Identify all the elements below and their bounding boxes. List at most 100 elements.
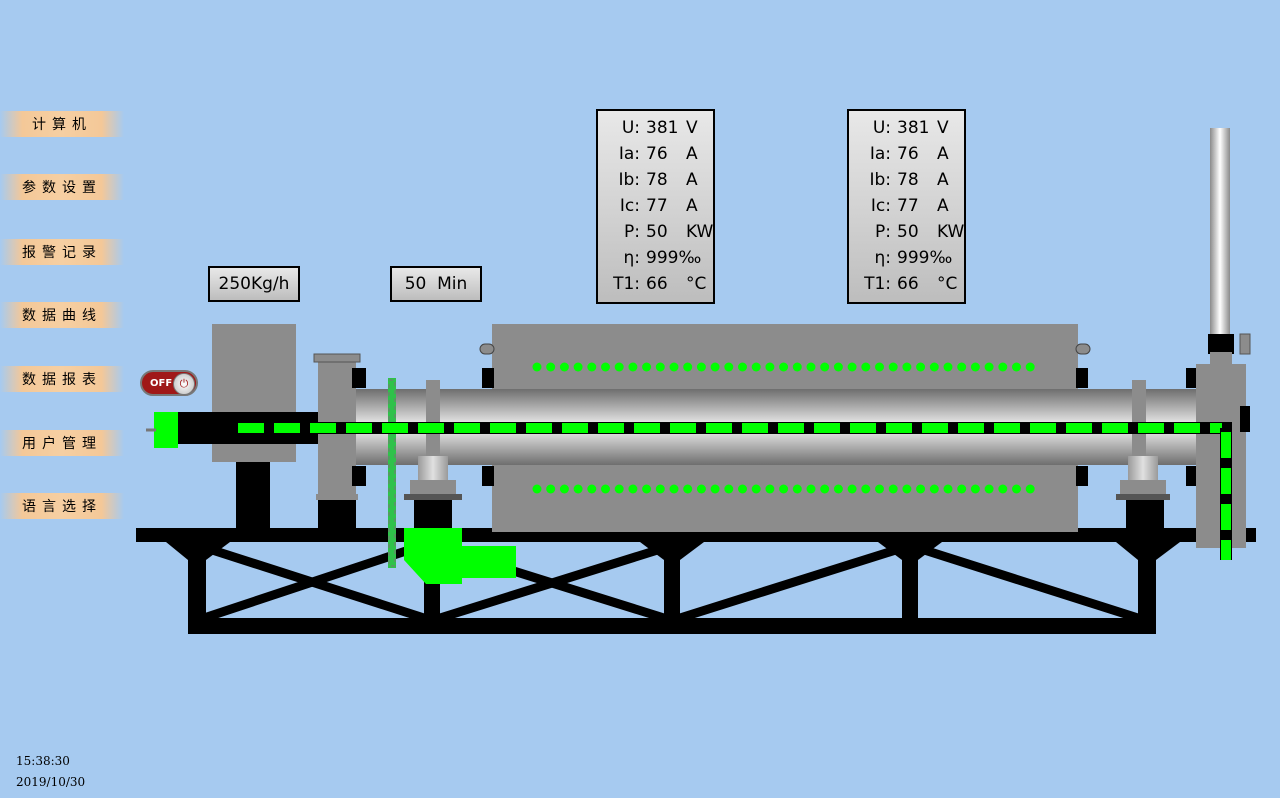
- power-icon: ⏻: [173, 373, 195, 395]
- heater-dot: [779, 362, 789, 372]
- heater-indicator-top: [532, 362, 1035, 372]
- nav-computer[interactable]: 计算机: [0, 111, 124, 137]
- param-unit: V: [937, 118, 949, 138]
- heater-dot: [642, 362, 652, 372]
- heater-dot: [532, 484, 542, 494]
- heater-dot: [970, 362, 980, 372]
- heater-dot: [902, 484, 912, 494]
- heater-dot: [833, 484, 843, 494]
- power-switch[interactable]: OFF ⏻: [140, 370, 198, 396]
- heater-dot: [628, 484, 638, 494]
- heater-dot: [628, 362, 638, 372]
- heater-dot: [888, 484, 898, 494]
- heater-dot: [820, 484, 830, 494]
- heater-dot: [738, 362, 747, 372]
- residence-time-display: 50 Min: [390, 266, 482, 302]
- feed-rate-display: 250Kg/h: [208, 266, 300, 302]
- nav-data-reports[interactable]: 数据报表: [0, 366, 124, 392]
- param-value: 50: [897, 222, 919, 242]
- heater-dot: [875, 362, 884, 372]
- heater-dot: [806, 484, 816, 494]
- heater-dot: [847, 362, 857, 372]
- heater-dot: [546, 362, 556, 372]
- heater-dot: [943, 484, 953, 494]
- heater-dot: [943, 362, 953, 372]
- heater-dot: [957, 362, 967, 372]
- heater-dot: [902, 362, 912, 372]
- heater-dot: [792, 362, 802, 372]
- nav-alarm-records[interactable]: 报警记录: [0, 239, 124, 265]
- param-unit: KW: [937, 222, 965, 242]
- heater-dot: [861, 362, 871, 372]
- heater-dot: [916, 484, 926, 494]
- heater-dot: [587, 362, 597, 372]
- param-value: 999‰: [646, 248, 702, 268]
- nav-parameter-settings[interactable]: 参数设置: [0, 174, 124, 200]
- heater-dot: [957, 484, 967, 494]
- heater-dot: [696, 484, 706, 494]
- heater-dot: [833, 362, 843, 372]
- drum-support-right: [1116, 380, 1170, 530]
- heater-dot: [532, 362, 542, 372]
- exhaust-stack: [1210, 128, 1230, 334]
- heater-indicator-bottom: [532, 484, 1035, 494]
- param-name: P:: [875, 222, 891, 242]
- param-unit: A: [937, 170, 949, 190]
- heater-dot: [683, 362, 693, 372]
- param-value: 77: [897, 196, 919, 216]
- param-name: Ic:: [870, 196, 891, 216]
- param-name: Ia:: [869, 144, 891, 164]
- param-value: 66: [897, 274, 919, 294]
- heater-dot: [998, 484, 1008, 494]
- heater-dot: [1025, 362, 1035, 372]
- heater-dot: [779, 484, 789, 494]
- heater-dot: [614, 484, 624, 494]
- heater-dot: [573, 484, 583, 494]
- heater-dot: [751, 362, 761, 372]
- heater-dot: [929, 484, 939, 494]
- param-unit: [937, 245, 977, 271]
- heater-dot: [875, 484, 884, 494]
- heater-dot: [724, 484, 734, 494]
- heater-dot: [573, 362, 583, 372]
- param-unit: °C: [937, 274, 958, 294]
- param-name: T1:: [613, 274, 640, 294]
- heater-dot: [998, 362, 1008, 372]
- nav-user-management[interactable]: 用户管理: [0, 430, 124, 456]
- heater-dot: [806, 362, 816, 372]
- drive-motor: [388, 378, 516, 584]
- heater-dot: [820, 362, 830, 372]
- heater-dot: [710, 484, 720, 494]
- heater-dot: [669, 484, 679, 494]
- heater-dot: [696, 362, 706, 372]
- base-frame: [136, 528, 1256, 634]
- param-value: 50: [646, 222, 668, 242]
- heater-dot: [861, 484, 871, 494]
- heater-dot: [916, 362, 926, 372]
- heater-dot: [710, 362, 720, 372]
- heater-dot: [614, 362, 624, 372]
- param-value: 76: [646, 144, 668, 164]
- param-name: U:: [621, 118, 640, 138]
- heater-dot: [587, 484, 597, 494]
- param-unit: A: [686, 170, 698, 190]
- param-unit: A: [937, 196, 949, 216]
- heater-dot: [642, 484, 652, 494]
- nav-language-select[interactable]: 语言选择: [0, 493, 124, 519]
- param-unit: °C: [686, 274, 707, 294]
- heater-dot: [601, 484, 610, 494]
- param-name: U:: [872, 118, 891, 138]
- param-unit: A: [686, 144, 698, 164]
- heater-dot: [984, 484, 994, 494]
- heater-dot: [655, 484, 665, 494]
- material-flow: [146, 412, 1232, 560]
- param-value: 66: [646, 274, 668, 294]
- param-name: η:: [874, 248, 891, 268]
- param-unit: KW: [686, 222, 714, 242]
- heater-dot: [546, 484, 556, 494]
- param-unit: V: [686, 118, 698, 138]
- param-name: Ia:: [618, 144, 640, 164]
- nav-data-curves[interactable]: 数据曲线: [0, 302, 124, 328]
